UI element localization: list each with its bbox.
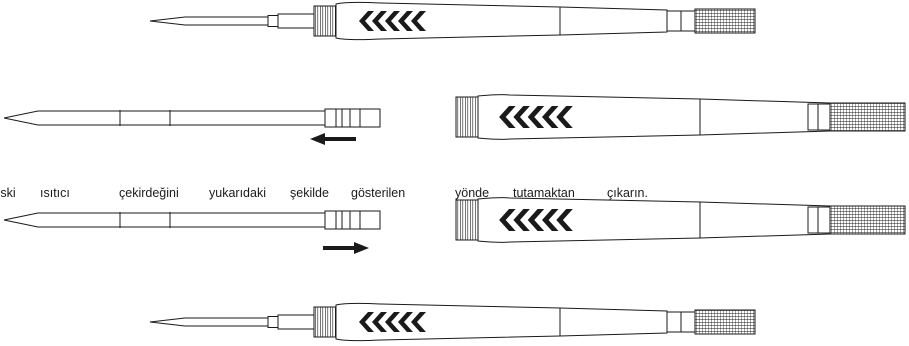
instruction-word: şekilde [290, 186, 329, 200]
instruction-word: ısıtıcı [40, 186, 70, 200]
assembled-iron-top [149, 1, 756, 41]
instruction-word: yukarıdaki [209, 186, 266, 200]
soldering-tip [149, 13, 315, 29]
removal-step [3, 94, 906, 145]
arrow-right-icon [323, 242, 369, 254]
instruction-word: çıkarın. [607, 186, 648, 200]
heater-core [3, 210, 381, 230]
insertion-step [3, 197, 906, 254]
instruction-word: tutamaktan [513, 186, 575, 200]
handle [313, 1, 756, 41]
instruction-word: yönde [455, 186, 490, 200]
arrow-left-icon [310, 133, 356, 145]
instruction-word: çekirdeğini [119, 186, 179, 200]
soldering-tip [149, 314, 315, 330]
assembled-iron-bottom [149, 302, 756, 342]
handle [455, 94, 906, 140]
instruction-word: gösterilen [351, 186, 406, 200]
instruction-word: Eski [0, 186, 16, 200]
heater-core [3, 108, 381, 128]
handle [455, 197, 906, 243]
instruction-caption: Eski ısıtıcı çekirdeğini yukarıdaki şeki… [0, 185, 700, 201]
handle [313, 302, 756, 342]
